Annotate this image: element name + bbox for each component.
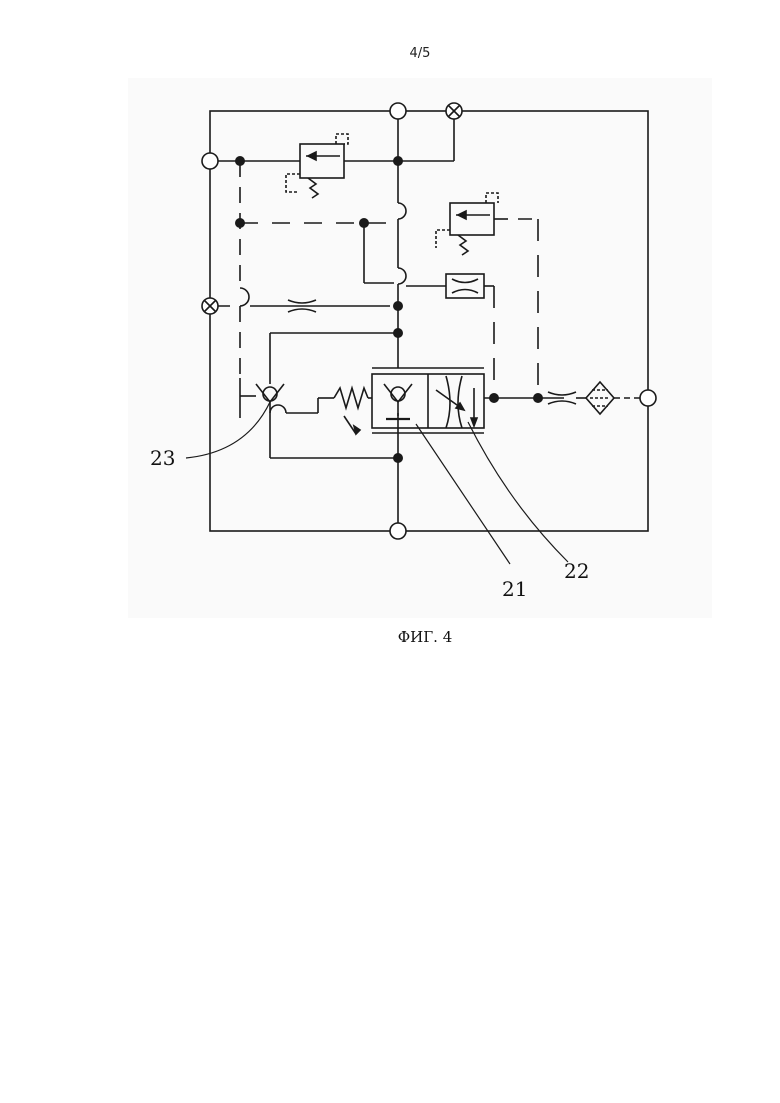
port-right: [640, 390, 656, 406]
page-number: 4/5: [390, 46, 450, 61]
left-middle-line: [210, 300, 390, 312]
top-branch: [210, 111, 454, 161]
relief-valve-lower: [436, 193, 538, 396]
ref-label-21: 21: [502, 577, 527, 601]
check-valve-branch: [270, 333, 398, 384]
center-line: [398, 111, 406, 531]
throttle-box: [406, 274, 494, 396]
port-top: [390, 103, 406, 119]
left-pilot-jump: [240, 288, 249, 306]
plugged-ports: [202, 103, 462, 314]
ports: [202, 103, 656, 539]
main-valve-block: [372, 368, 484, 433]
ref-label-23: 23: [150, 446, 175, 470]
relief-valve-upper: [286, 134, 348, 198]
leader-lines: [186, 402, 568, 564]
check-valve-23: [240, 378, 398, 458]
figure-caption: ФИГ. 4: [370, 628, 480, 646]
ref-label-22: 22: [564, 559, 589, 583]
adjustable-spring: [334, 388, 372, 434]
output-line: [484, 382, 640, 414]
outer-frame: [210, 111, 648, 531]
hydraulic-circuit-diagram: 23 21 22: [128, 78, 712, 618]
junctions: [235, 156, 543, 463]
port-left: [202, 153, 218, 169]
port-bottom: [390, 523, 406, 539]
